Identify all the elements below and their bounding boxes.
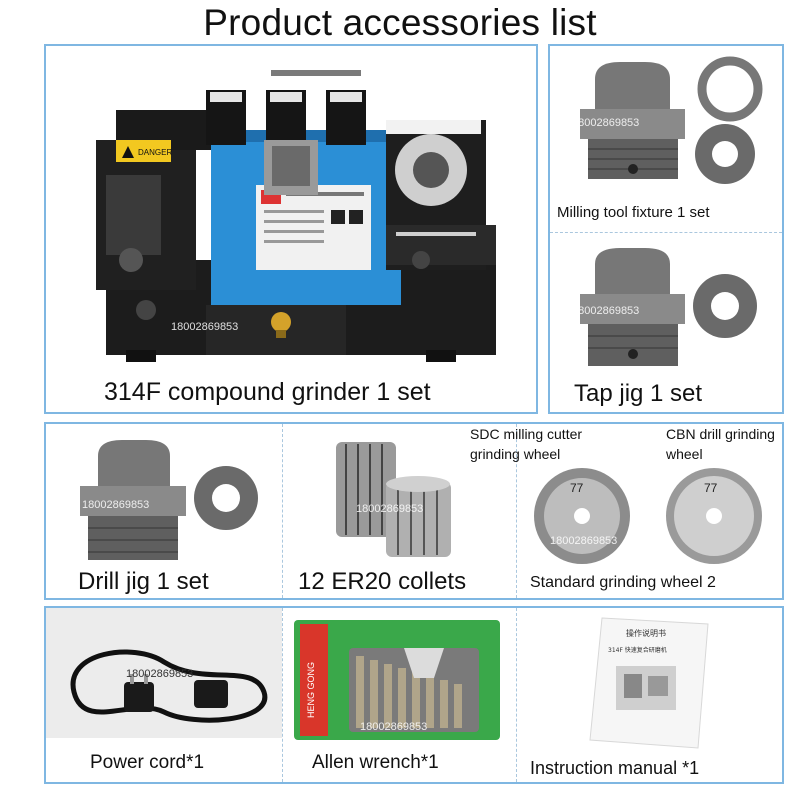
allen-wrench-image: HENG GONG 18002869853 xyxy=(294,620,500,740)
wheels-caption: Standard grinding wheel 2 xyxy=(530,574,716,591)
sdc-wheel-label: SDC milling cutter grinding wheel xyxy=(470,426,583,462)
drill-jig-watermark: 18002869853 xyxy=(82,499,149,511)
manual-image: 操作说明书 314F 快速复合研磨机 xyxy=(589,617,709,749)
allen-wrench-caption: Allen wrench*1 xyxy=(312,752,439,773)
grinder-panel: DANGER 18002869853 31 xyxy=(44,44,538,414)
tap-jig-caption: Tap jig 1 set xyxy=(574,380,703,407)
allen-wrench-brand: HENG GONG xyxy=(306,662,316,718)
cbn-wheel-label: CBN drill grinding wheel xyxy=(666,426,775,462)
svg-text:77: 77 xyxy=(570,481,584,495)
bottom-panel: 18002869853 Power cord*1 HENG GONG 18002… xyxy=(44,606,784,784)
collets-caption: 12 ER20 collets xyxy=(298,568,467,595)
allen-wrench-watermark: 18002869853 xyxy=(360,721,427,733)
tap-jig-image: 18002869853 xyxy=(572,248,757,366)
svg-text:77: 77 xyxy=(704,481,718,495)
wheels-watermark: 18002869853 xyxy=(550,535,617,547)
grinder-caption: 314F compound grinder 1 set xyxy=(104,378,431,406)
collets-image: 18002869853 xyxy=(336,442,451,557)
drill-jig-caption: Drill jig 1 set xyxy=(78,568,209,595)
grinder-watermark: 18002869853 xyxy=(171,321,238,333)
danger-label: DANGER xyxy=(138,148,172,157)
power-cord-image: 18002869853 xyxy=(70,649,268,723)
drill-jig-image: 18002869853 xyxy=(80,440,258,560)
middle-panel: 18002869853 Drill jig 1 set 18002869853 … xyxy=(44,422,784,600)
manual-cover-subtitle: 314F 快速复合研磨机 xyxy=(608,646,667,654)
grinding-wheels-image: 77 77 18002869853 xyxy=(534,468,762,564)
milling-fixture-image: 18002869853 xyxy=(572,56,763,184)
tap-jig-watermark: 18002869853 xyxy=(572,305,639,317)
manual-cover-title: 操作说明书 xyxy=(626,628,666,638)
power-cord-caption: Power cord*1 xyxy=(90,752,205,773)
collets-watermark: 18002869853 xyxy=(356,503,423,515)
milling-fixture-caption: Milling tool fixture 1 set xyxy=(557,204,710,221)
page-title: Product accessories list xyxy=(203,2,597,43)
fixture-panel: 18002869853 Milling tool fixture 1 set 1… xyxy=(548,44,784,414)
milling-watermark: 18002869853 xyxy=(572,117,639,129)
manual-caption: Instruction manual *1 xyxy=(530,758,700,778)
grinder-image: DANGER 18002869853 xyxy=(96,70,496,362)
power-cord-watermark: 18002869853 xyxy=(126,668,193,680)
